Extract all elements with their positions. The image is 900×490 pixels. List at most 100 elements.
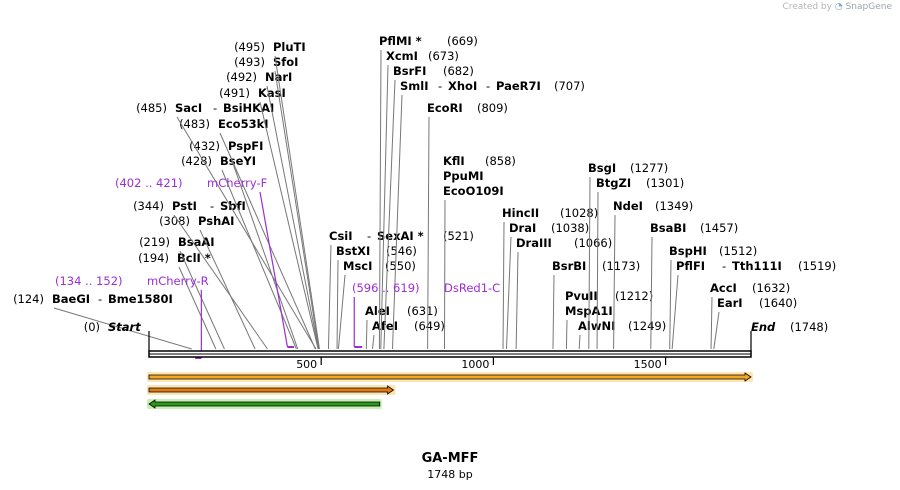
enzyme-position: (546) bbox=[386, 244, 417, 258]
primer-range: (596 .. 619) bbox=[352, 281, 420, 295]
ruler-tick-label: 500 bbox=[296, 358, 317, 371]
enzyme-position: (194) bbox=[138, 251, 169, 265]
enzyme-separator: - bbox=[486, 79, 490, 93]
primer-range: (402 .. 421) bbox=[115, 176, 183, 190]
start-position: (0) bbox=[84, 320, 100, 334]
enzyme-name: BsaBI bbox=[650, 221, 686, 235]
enzyme-position: (1301) bbox=[646, 176, 684, 190]
cut-line bbox=[176, 116, 317, 350]
enzyme-position: (1457) bbox=[700, 221, 738, 235]
enzyme-name: BsgI bbox=[588, 161, 616, 175]
cut-line bbox=[219, 132, 316, 350]
enzyme-name: PpuMI bbox=[443, 169, 484, 183]
cut-line bbox=[221, 169, 297, 350]
enzyme-position: (485) bbox=[136, 101, 167, 115]
cut-line bbox=[380, 64, 389, 350]
enzyme-name: PvuII bbox=[565, 289, 598, 303]
cut-line bbox=[443, 199, 446, 350]
cut-line bbox=[515, 251, 519, 350]
primer-name: mCherry-F bbox=[207, 176, 267, 190]
cut-line bbox=[596, 191, 599, 350]
enzyme-name: KflI bbox=[443, 154, 465, 168]
enzyme-name: HincII bbox=[502, 206, 539, 220]
enzyme-name: XcmI bbox=[386, 49, 418, 63]
enzyme-name: BaeGI bbox=[52, 292, 90, 306]
feature-arrow bbox=[148, 399, 381, 409]
enzyme-position: (631) bbox=[407, 304, 438, 318]
enzyme-name: BsrBI bbox=[552, 259, 586, 273]
enzyme-position: (432) bbox=[189, 139, 220, 153]
cut-line bbox=[552, 274, 555, 350]
enzyme-name: AleI bbox=[365, 304, 390, 318]
enzyme-position: (550) bbox=[385, 259, 416, 273]
enzyme-position: (1028) bbox=[560, 206, 598, 220]
map-length: 1748 bp bbox=[427, 468, 473, 481]
enzyme-name: MscI bbox=[343, 259, 372, 273]
enzyme-name: Tth111I bbox=[732, 259, 782, 273]
enzyme-name: EarI bbox=[717, 296, 743, 310]
cut-line bbox=[383, 79, 396, 350]
cut-line bbox=[502, 221, 505, 350]
start-label: Start bbox=[108, 320, 141, 334]
cut-line bbox=[505, 236, 512, 350]
enzyme-name: Bme1580I bbox=[108, 292, 173, 306]
enzyme-position: (492) bbox=[226, 70, 257, 84]
enzyme-position: (1277) bbox=[630, 161, 668, 175]
feature-arrow bbox=[148, 385, 395, 395]
enzyme-name: BspHI bbox=[669, 244, 707, 258]
credit-prefix: Created by bbox=[782, 2, 832, 12]
enzyme-position: (1512) bbox=[719, 244, 757, 258]
enzyme-position: (344) bbox=[133, 199, 164, 213]
enzyme-position: (308) bbox=[159, 214, 190, 228]
enzyme-name: Eco53kI bbox=[218, 117, 269, 131]
enzyme-name: PaeR7I bbox=[496, 79, 541, 93]
enzyme-position: (493) bbox=[234, 55, 265, 69]
cut-line bbox=[266, 85, 319, 350]
cut-line bbox=[578, 334, 581, 350]
enzyme-name: PstI bbox=[172, 199, 197, 213]
enzyme-name: PshAI bbox=[198, 214, 234, 228]
enzyme-name: AccI bbox=[710, 281, 737, 295]
enzyme-position: (1173) bbox=[602, 259, 640, 273]
enzyme-name: AlwNI bbox=[578, 319, 615, 333]
enzyme-separator: - bbox=[213, 101, 217, 115]
cut-line bbox=[565, 319, 568, 350]
end-position: (1748) bbox=[790, 320, 828, 334]
enzyme-position: (1038) bbox=[551, 221, 589, 235]
enzyme-name: XhoI bbox=[448, 79, 477, 93]
cut-line bbox=[713, 311, 720, 350]
enzyme-separator: - bbox=[210, 199, 214, 213]
enzyme-name: EcoO109I bbox=[443, 184, 504, 198]
cut-line bbox=[199, 229, 256, 350]
primer-range: (134 .. 152) bbox=[55, 274, 123, 288]
sequence-map: (124)BaeGI-Bme1580I(194)BclI *(219)BsaAI… bbox=[13, 34, 836, 409]
cut-line bbox=[53, 307, 192, 350]
enzyme-position: (1066) bbox=[574, 236, 612, 250]
enzyme-name: BseYI bbox=[220, 154, 256, 168]
enzyme-name: BsiHKAI bbox=[223, 101, 274, 115]
enzyme-position: (219) bbox=[139, 235, 170, 249]
ruler-tick-label: 1500 bbox=[634, 358, 662, 371]
enzyme-name: CsiI bbox=[329, 229, 353, 243]
enzyme-position: (707) bbox=[554, 79, 585, 93]
credit-brand: SnapGene bbox=[845, 2, 892, 12]
cut-line bbox=[613, 214, 616, 350]
enzyme-position: (809) bbox=[477, 101, 508, 115]
enzyme-position: (673) bbox=[428, 49, 459, 63]
enzyme-name: PflMI * bbox=[379, 34, 422, 48]
cut-line bbox=[671, 274, 679, 350]
enzyme-position: (1212) bbox=[615, 289, 653, 303]
enzyme-separator: - bbox=[438, 79, 442, 93]
cut-line bbox=[372, 334, 375, 350]
enzyme-separator: - bbox=[367, 229, 371, 243]
map-title: GA-MFF bbox=[421, 451, 479, 466]
enzyme-name: DraIII bbox=[516, 236, 552, 250]
cut-line bbox=[391, 94, 403, 350]
enzyme-name: SacI bbox=[175, 101, 202, 115]
enzyme-position: (483) bbox=[179, 117, 210, 131]
cut-line bbox=[588, 176, 591, 350]
enzyme-position: (1249) bbox=[628, 319, 666, 333]
enzyme-position: (491) bbox=[219, 86, 250, 100]
enzyme-position: (1519) bbox=[798, 259, 836, 273]
enzyme-position: (495) bbox=[234, 40, 265, 54]
